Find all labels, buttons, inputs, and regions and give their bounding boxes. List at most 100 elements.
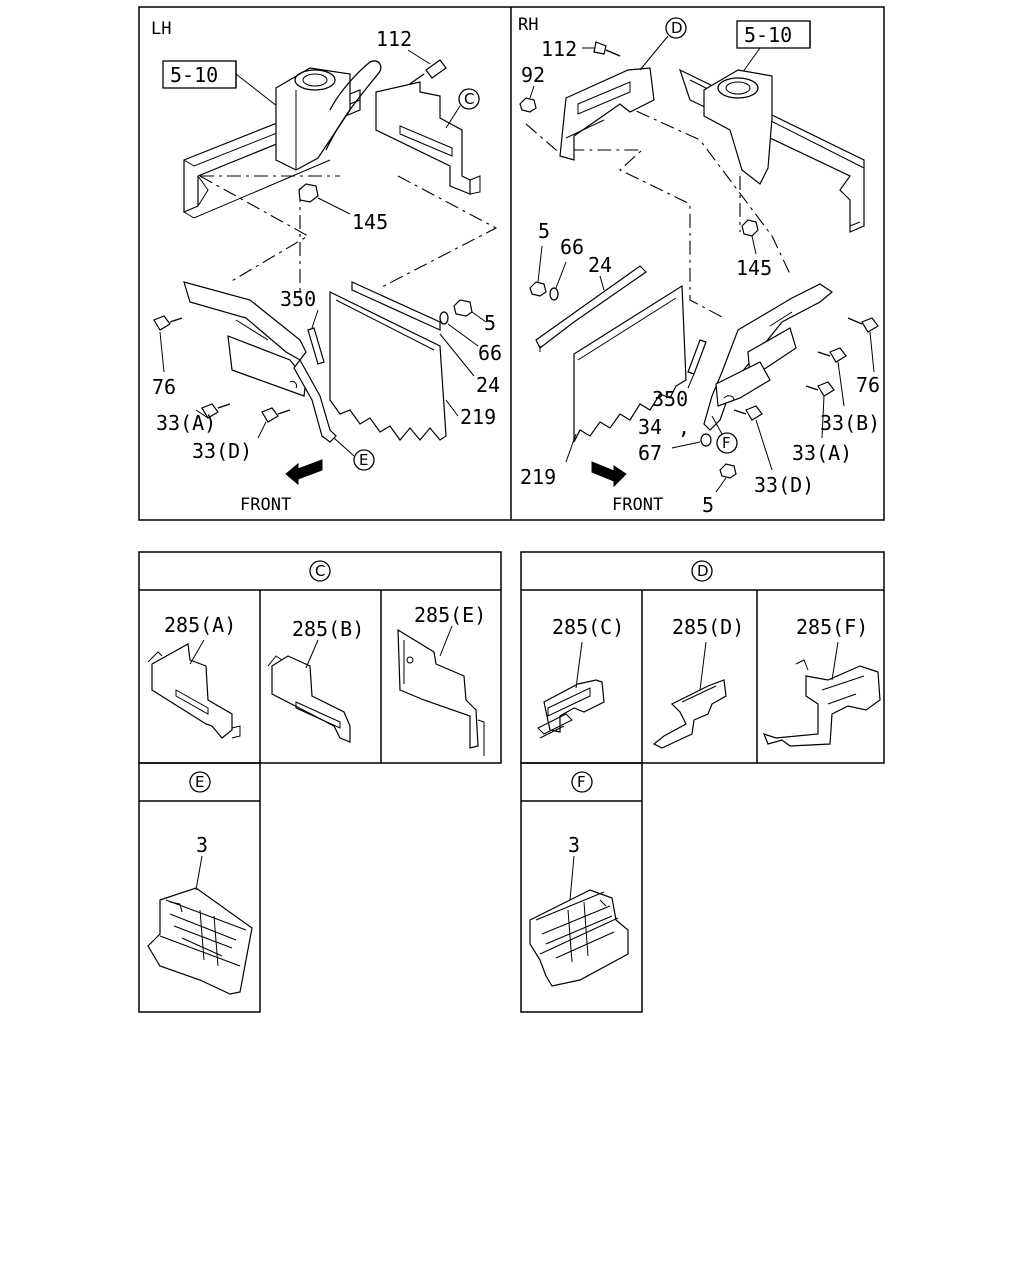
rh-nut-5-bottom[interactable] [715, 463, 737, 493]
lh-label-145: 145 [352, 210, 388, 234]
lh-label-33d: 33(D) [192, 439, 252, 463]
rh-mudguard-219[interactable] [573, 284, 687, 443]
part-285e[interactable] [397, 625, 485, 756]
rh-bolt-33a[interactable] [805, 381, 835, 439]
lh-nut-145[interactable] [298, 183, 351, 215]
lh-front-arrow [285, 459, 323, 486]
lh-mudguard-stay[interactable] [183, 281, 337, 443]
lh-callout-e-text: E [359, 451, 368, 469]
lh-callout-c-text: C [464, 90, 474, 108]
rh-side-label: RH [518, 15, 538, 35]
rh-front-label: FRONT [612, 495, 663, 515]
rh-nut-92[interactable] [519, 85, 537, 113]
part-3-lh[interactable] [147, 855, 253, 995]
lh-bolt-112[interactable] [403, 49, 447, 89]
lh-bolt-350[interactable] [307, 309, 325, 365]
rh-nut-5-top[interactable] [529, 245, 547, 297]
lh-front-label: FRONT [240, 495, 291, 515]
detail-f-header-callout [571, 771, 593, 793]
detail-d-header: D [697, 562, 709, 580]
detail-e-panel: E 3 [138, 762, 261, 1013]
part-3-rh[interactable] [529, 855, 629, 987]
rh-label-5-bottom: 5 [702, 493, 714, 517]
rh-callout-d-text: D [671, 19, 683, 37]
lh-callout-c[interactable] [458, 88, 480, 110]
rh-ref-box-label: 5-10 [744, 23, 792, 47]
rh-bracket-d[interactable] [559, 67, 655, 161]
detail-c-header: C [315, 562, 325, 580]
lh-label-219: 219 [460, 405, 496, 429]
lh-ref-box-label: 5-10 [170, 63, 218, 87]
detail-c-header-callout [309, 560, 331, 582]
lh-callout-e[interactable] [353, 449, 375, 471]
detail-d-header-callout [691, 560, 713, 582]
rh-bolt-33b[interactable] [817, 347, 847, 407]
lh-side-label: LH [151, 19, 171, 39]
lh-bolt-76[interactable] [153, 315, 183, 373]
lh-bolt-33a[interactable] [195, 403, 231, 419]
part-285e-label: 285(E) [414, 603, 486, 627]
rh-bolt-33d[interactable] [733, 405, 773, 471]
rh-panel: RH 5-10 D [518, 15, 880, 517]
lh-nut-5[interactable] [453, 299, 487, 323]
rh-label-33b: 33(B) [820, 411, 880, 435]
lh-label-76: 76 [152, 375, 176, 399]
part-285c-label: 285(C) [552, 615, 624, 639]
lh-stay-24[interactable] [351, 281, 441, 331]
part-285b[interactable] [267, 639, 351, 743]
rh-label-24: 24 [588, 253, 612, 277]
detail-f-header: F [577, 773, 586, 791]
lh-mudguard-219[interactable] [329, 291, 447, 441]
part-3-lh-label: 3 [196, 833, 208, 857]
rh-label-34: 34 [638, 415, 662, 439]
rh-label-92: 92 [521, 63, 545, 87]
rh-label-76: 76 [856, 373, 880, 397]
rh-label-66: 66 [560, 235, 584, 259]
rh-bolt-350[interactable] [687, 339, 707, 389]
lh-label-350: 350 [280, 287, 316, 311]
part-285c[interactable] [537, 641, 605, 739]
detail-d-panel: D 285(C) 285(D) 285(F) [520, 551, 885, 764]
rh-label-112: 112 [541, 37, 577, 61]
rh-bolt-112[interactable] [582, 41, 621, 57]
rh-nut-34-67[interactable] [671, 433, 712, 449]
lh-label-112: 112 [376, 27, 412, 51]
rh-callout-d[interactable] [665, 17, 687, 39]
lh-bolt-33d[interactable] [257, 407, 291, 439]
part-285f[interactable] [762, 641, 881, 747]
rh-label-comma: , [678, 415, 690, 439]
rh-callout-f[interactable] [716, 432, 738, 454]
rh-bolt-76[interactable] [847, 317, 879, 373]
lh-bracket-c[interactable] [375, 81, 481, 195]
rh-label-67: 67 [638, 441, 662, 465]
part-3-rh-label: 3 [568, 833, 580, 857]
rh-label-5-top: 5 [538, 219, 550, 243]
rh-front-arrow [591, 461, 627, 488]
part-285d[interactable] [652, 641, 727, 749]
part-285a-label: 285(A) [164, 613, 236, 637]
rh-nut-145[interactable] [741, 219, 759, 255]
part-285d-label: 285(D) [672, 615, 744, 639]
detail-f-panel: F 3 [520, 762, 643, 1013]
rh-mudguard-stay[interactable] [703, 283, 834, 431]
rh-washer-66[interactable] [549, 261, 567, 301]
rh-label-219: 219 [520, 465, 556, 489]
lh-label-33a: 33(A) [156, 411, 216, 435]
lh-label-24: 24 [476, 373, 500, 397]
rh-label-145: 145 [736, 256, 772, 280]
rh-callout-f-text: F [722, 434, 731, 452]
lh-panel: LH 5-10 112 [151, 19, 502, 515]
detail-e-header-callout [189, 771, 211, 793]
detail-e-header: E [195, 773, 204, 791]
lh-washer-66[interactable] [439, 311, 479, 347]
part-285f-label: 285(F) [796, 615, 868, 639]
rh-label-33d: 33(D) [754, 473, 814, 497]
rh-label-350: 350 [652, 387, 688, 411]
detail-c-panel: C 285(A) 285(B) 285(E) [138, 551, 502, 764]
part-285a[interactable] [147, 639, 241, 739]
rh-label-33a: 33(A) [792, 441, 852, 465]
rh-stay-24[interactable] [535, 265, 647, 352]
part-285b-label: 285(B) [292, 617, 364, 641]
rh-cab-mount [703, 69, 773, 185]
lh-cab-mount [275, 60, 382, 171]
